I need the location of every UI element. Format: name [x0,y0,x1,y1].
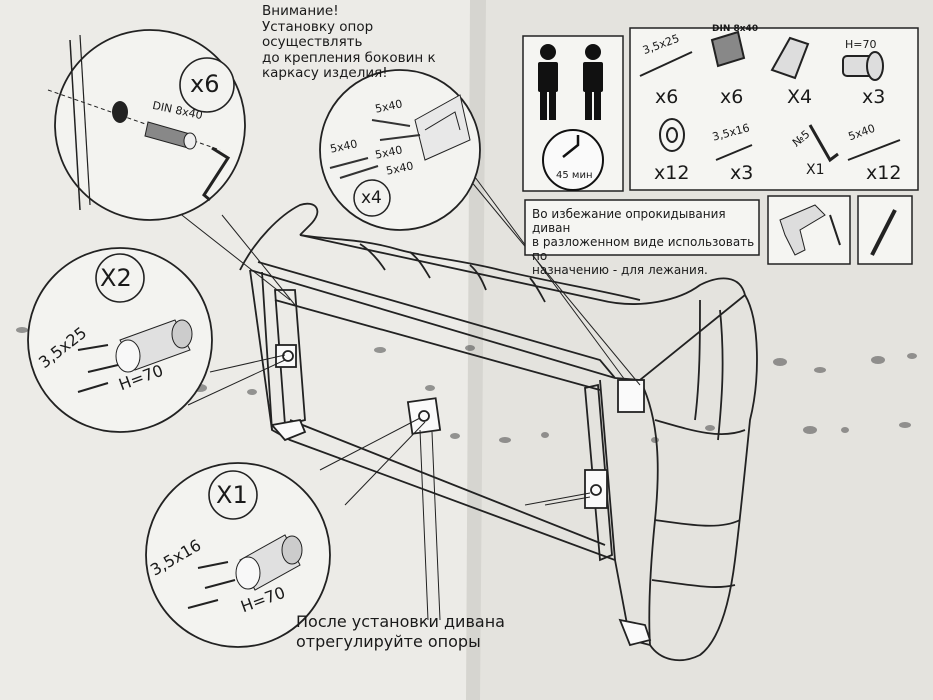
parts-box [629,27,919,191]
feet-x1-count: X1 [216,481,248,509]
part-qty: x3 [862,86,886,108]
two-people-icon [538,44,603,120]
dowel-count: x6 [190,70,220,98]
screwdriver-icon [829,214,841,246]
feet-x1-callout [145,462,331,648]
tipping-warning-box [524,199,760,256]
assembly-time: 45 мин [556,170,593,181]
part-qty: X4 [787,86,813,108]
clock-icon [542,129,604,191]
warning-line: каркасу изделия! [262,65,388,81]
tip-line: в разложенном виде использовать по [532,235,755,263]
warning-line: Установку опор осуществлять [262,18,374,50]
tip-line: Во избежание опрокидывания диван [532,207,726,235]
tip-line: назначению - для лежания. [532,263,708,277]
drill-icon [779,204,826,256]
part-qty: x3 [730,162,754,184]
part-label: H=70 [845,38,877,51]
dowel-callout [47,29,246,221]
part-qty: x12 [866,162,902,184]
wrench-icon [870,209,897,256]
note-line: отрегулируйте опоры [296,632,481,651]
part-label: DIN 8x40 [712,24,759,34]
bracket-callout [319,69,481,231]
bracket-count: x4 [361,188,382,208]
warning-title: Внимание! [262,3,339,19]
tipping-warning-text: Во избежание опрокидывания диван в разло… [532,207,758,277]
assembly-info-box [522,35,624,192]
tools-box [767,195,913,265]
part-qty: x6 [720,86,744,108]
part-qty: x12 [654,162,690,184]
installation-warning: Внимание! Установку опор осуществлять до… [262,3,472,82]
adjust-feet-note: После установки дивана отрегулируйте опо… [296,612,536,652]
feet-x2-count: X2 [100,264,132,292]
warning-line: до крепления боковин к [262,49,436,66]
feet-x2-callout [27,247,213,433]
part-qty: x6 [655,86,679,108]
note-line: После установки дивана [296,612,505,631]
part-qty: X1 [806,162,825,178]
